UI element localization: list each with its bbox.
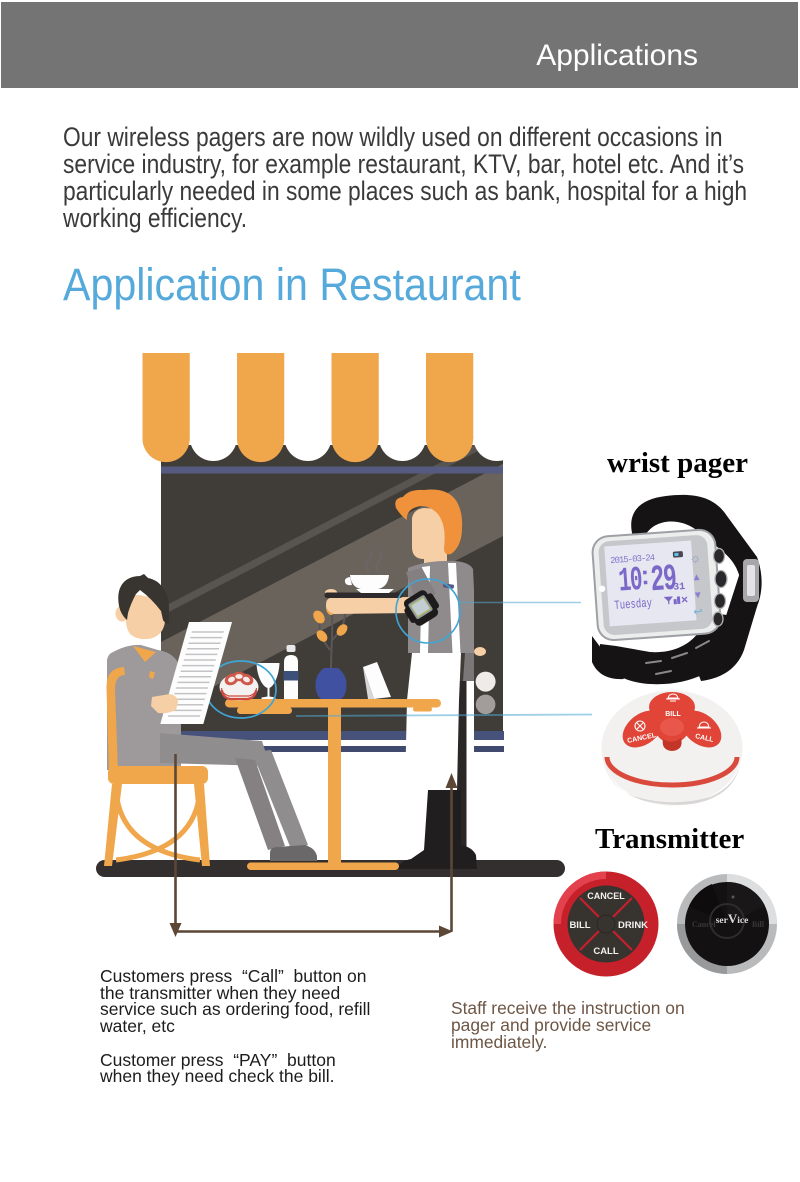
svg-text:BILL: BILL [569,920,590,931]
svg-text:Tuesday: Tuesday [614,597,653,613]
svg-text:▼: ▼ [693,590,704,602]
svg-text:10: 10 [617,561,643,601]
svg-text:↩: ↩ [693,606,703,619]
svg-text:Bill: Bill [752,920,765,929]
svg-text:CANCEL: CANCEL [587,891,625,901]
svg-text:CALL: CALL [694,733,714,744]
svg-text:BILL: BILL [665,711,681,718]
svg-text:▲: ▲ [691,572,702,584]
svg-text:31: 31 [673,582,686,594]
svg-text:CALL: CALL [593,946,619,957]
svg-text:2015-03-24: 2015-03-24 [610,553,655,566]
svg-text:DRINK: DRINK [618,920,648,931]
svg-text:Cancel: Cancel [692,920,716,929]
svg-text:☼: ☼ [689,550,702,566]
svg-text:29: 29 [649,559,677,603]
